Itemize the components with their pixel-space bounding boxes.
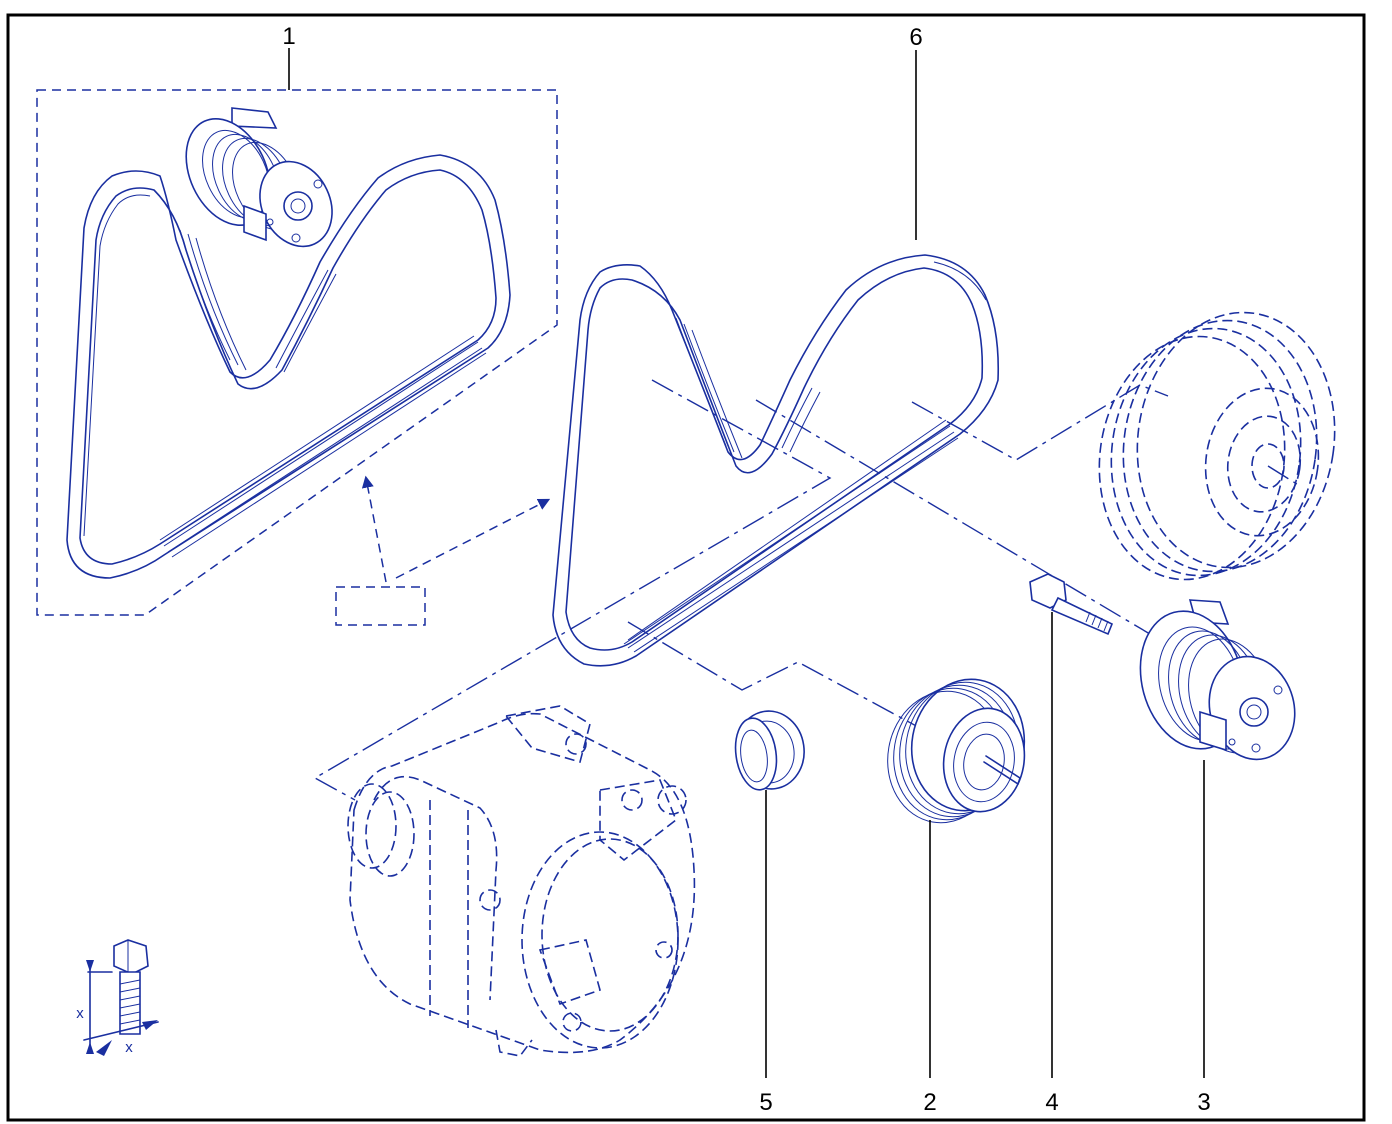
callout-2: 2 [923,1089,936,1116]
callout-3: 3 [1197,1089,1210,1116]
idler-pulley [887,678,1026,824]
reference-dashed-box [335,586,426,626]
leader-lines [288,48,1205,1078]
callout-5: 5 [759,1089,772,1116]
alternator-phantom [347,705,696,1057]
bolt-dimension-symbol: x x [76,939,159,1056]
diagram-frame [6,13,1366,1122]
callout-4: 4 [1045,1089,1058,1116]
callout-1: 1 [282,23,295,50]
center-lines [313,379,1301,801]
main-belt [552,254,1000,667]
seal-ring [734,710,805,791]
belt-tensioner [1139,599,1296,761]
kit-belt [66,154,511,579]
callout-6: 6 [909,24,922,51]
kit-dashed-box [36,89,558,616]
tensioner-bolt [1029,573,1114,636]
dimension-x-vertical: x [76,1005,84,1022]
arrow-to-belt [395,498,551,579]
crankshaft-pulley-phantom [1098,311,1336,581]
kit-tensioner-icon [185,107,333,248]
dimension-x-horizontal: x [125,1039,133,1056]
arrow-to-kit [361,475,387,583]
belt-kit-group [36,89,558,616]
